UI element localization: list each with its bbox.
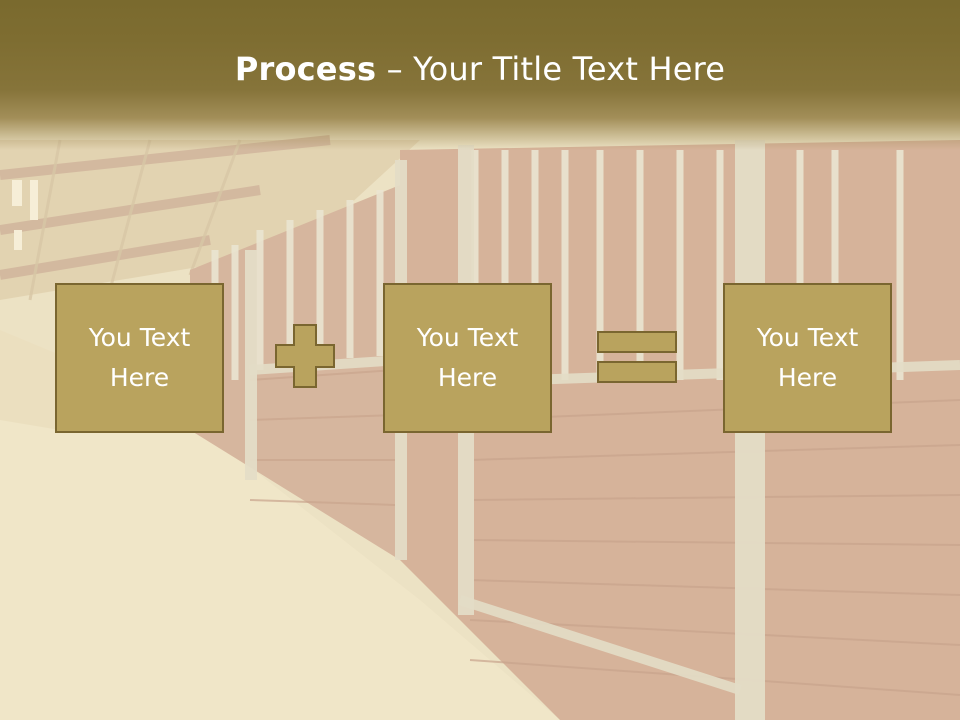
- title-bold: Process: [234, 50, 377, 88]
- process-box-3[interactable]: You Text Here: [723, 283, 892, 433]
- equals-icon: [597, 331, 677, 383]
- process-box-3-label: You Text Here: [756, 323, 859, 392]
- process-box-1-label: You Text Here: [88, 323, 191, 392]
- process-box-1[interactable]: You Text Here: [55, 283, 224, 433]
- title-rest: – Your Title Text Here: [376, 50, 726, 88]
- title-band: [0, 0, 960, 150]
- process-box-2-label: You Text Here: [416, 323, 519, 392]
- slide-title[interactable]: Process – Your Title Text Here: [0, 50, 960, 88]
- plus-icon: [275, 324, 335, 388]
- process-box-2[interactable]: You Text Here: [383, 283, 552, 433]
